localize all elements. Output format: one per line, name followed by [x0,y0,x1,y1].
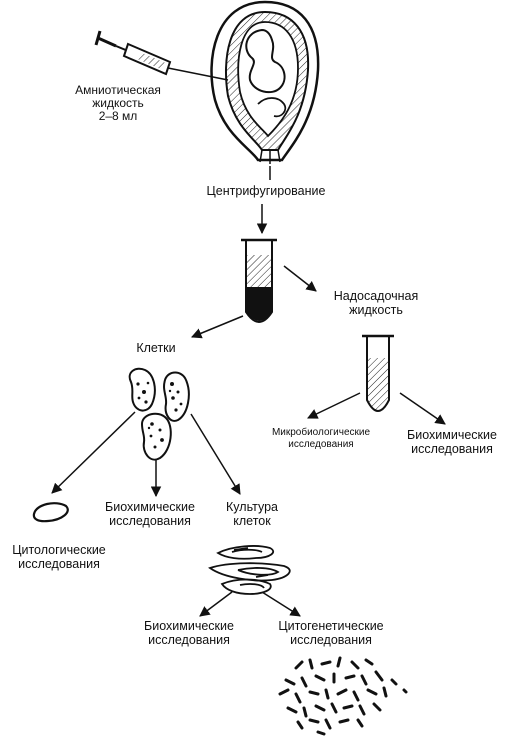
cytology-line2: исследования [18,557,100,571]
microbio-line1: Микробиологические [271,427,371,438]
biochem-mid-label: Биохимические исследования [92,500,208,528]
chromosome-spread-icon [278,656,408,736]
centrifuge-tube-icon [241,238,277,323]
cytogen-label: Цитогенетические исследования [262,619,400,647]
arrow-to-culture [190,413,241,495]
arrow-to-supernatant [283,265,317,292]
cytology-label: Цитологические исследования [0,543,118,571]
arrow-to-cells [191,315,244,339]
cytogen-line2: исследования [290,633,372,647]
arrow-to-cytology [51,411,136,494]
culture-line1: Культура [226,500,278,514]
cells-label: Клетки [136,341,176,355]
arrow-to-microbio [307,392,361,419]
amniotic-fluid-line1: Амниотическая [75,83,161,97]
biochem-bot-line2: исследования [148,633,230,647]
amniotic-fluid-label: Амниотическая жидкость 2–8 мл [66,84,170,123]
biochem-top-label: Биохимические исследования [394,428,510,456]
arrow-to-biochem-bot [199,591,233,617]
amniotic-fluid-line2: жидкость [92,96,144,110]
uterus-drawing [210,0,320,164]
cytogen-line1: Цитогенетические [278,619,384,633]
cytology-line1: Цитологические [12,543,106,557]
biochem-bot-label: Биохимические исследования [130,619,248,647]
culture-label: Культура клеток [212,500,292,528]
biochem-top-line1: Биохимические [407,428,497,442]
biochem-mid-line2: исследования [109,514,191,528]
biochem-bot-line1: Биохимические [144,619,234,633]
syringe-drawing [94,30,229,81]
supernatant-label: Надосадочная жидкость [316,289,436,317]
culture-line2: клеток [233,514,271,528]
biochem-mid-line1: Биохимические [105,500,195,514]
volume-text: 2–8 мл [98,109,138,123]
supernatant-line1: Надосадочная [333,289,419,303]
cell-culture-icon [208,545,291,595]
cells-cluster-icon [128,367,190,461]
single-cell-icon [32,502,69,523]
arrow-to-cytogen [261,591,301,617]
centrifugation-label: Центрифугирование [206,184,326,198]
microbio-label: Микробиологические исследования [248,427,394,451]
supernatant-line2: жидкость [349,303,403,317]
biochem-top-line2: исследования [411,442,493,456]
arrow-to-biochem-top [399,392,446,425]
supernatant-tube-icon [362,334,394,412]
microbio-line2: исследования [288,439,354,450]
